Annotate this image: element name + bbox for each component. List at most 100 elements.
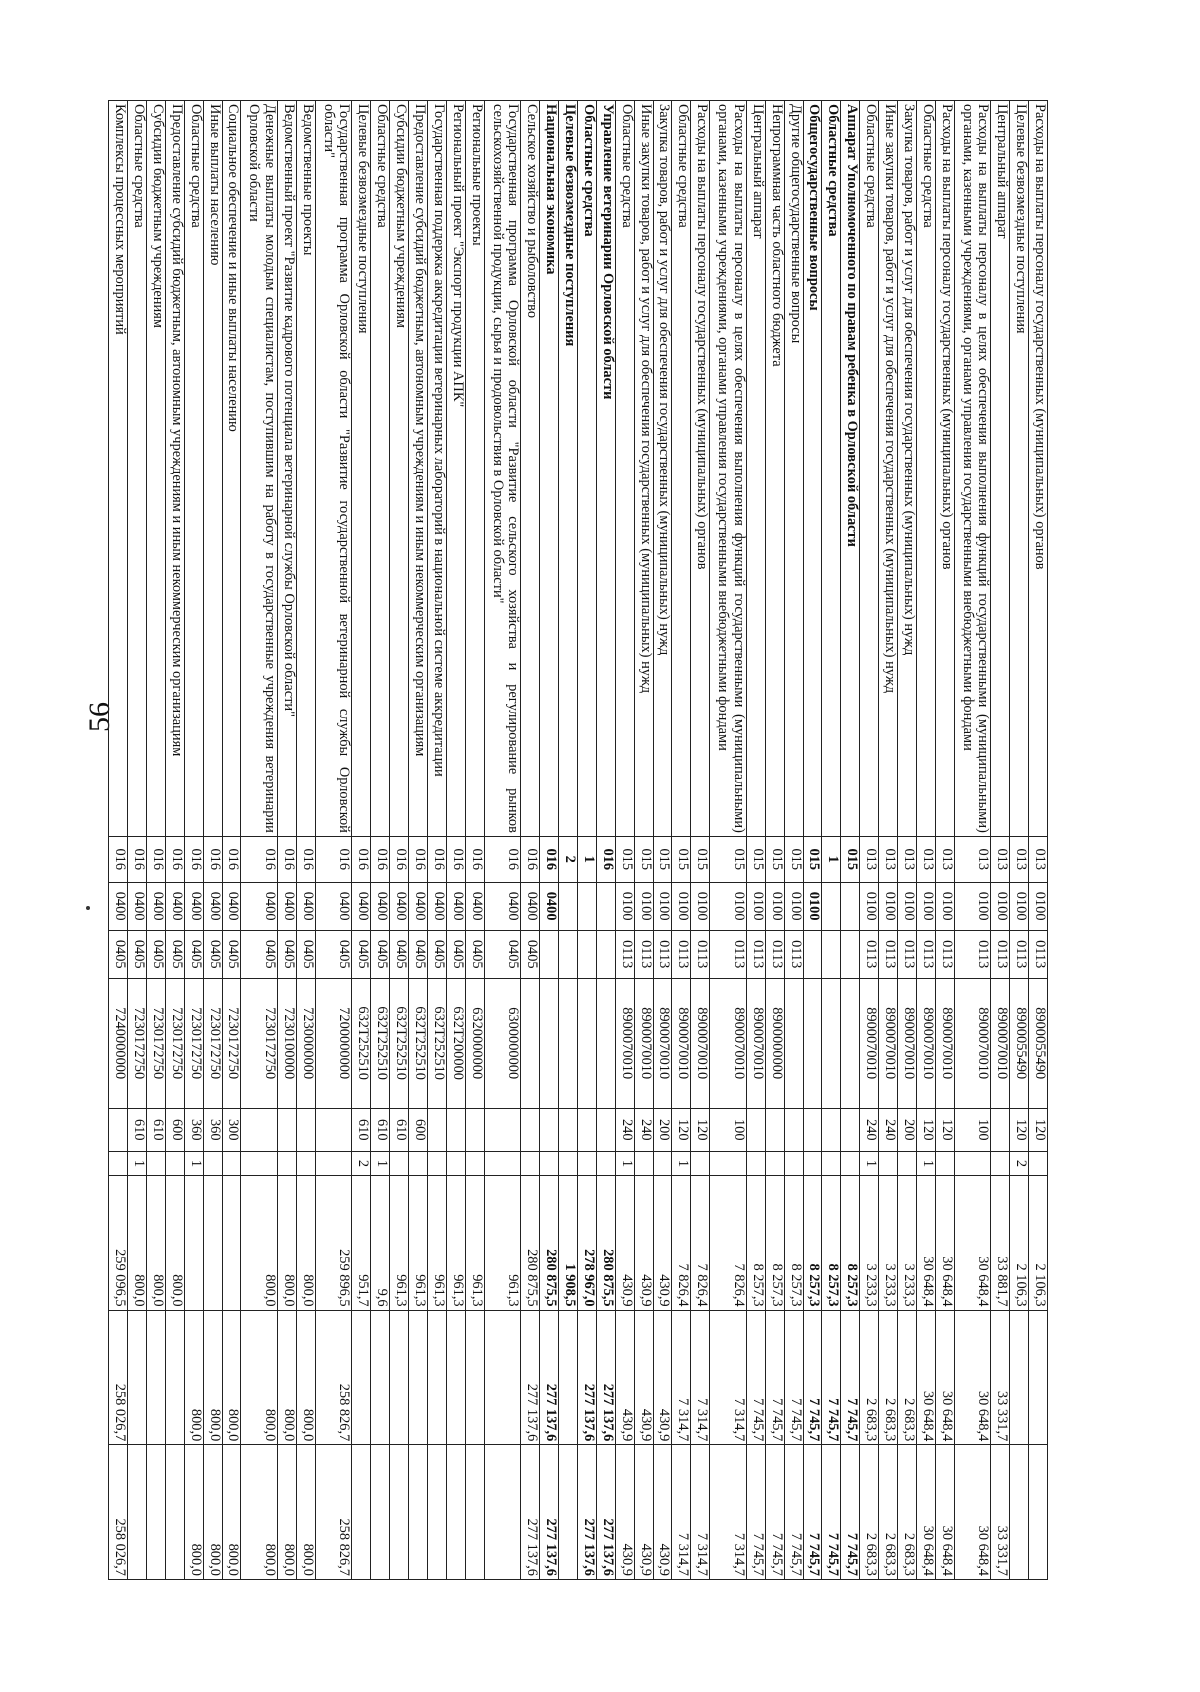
cell-amount-2: 2 683,3 — [878, 1310, 898, 1445]
cell-amount-1: 2 106,3 — [1028, 1175, 1048, 1311]
cell-expense-type — [840, 1108, 860, 1152]
cell-amount-3 — [465, 1444, 485, 1580]
table-row: Расходы на выплаты персоналу государстве… — [1028, 100, 1048, 1580]
cell-name: Областные средства — [184, 100, 204, 837]
cell-gr: 015 — [803, 836, 822, 883]
table-row: Управление ветеринарии Орловской области… — [596, 100, 616, 1580]
cell-gr: 015 — [653, 836, 672, 883]
cell-amount-2: 7 314,7 — [709, 1310, 747, 1445]
cell-amount-1: 961,3 — [389, 1175, 409, 1311]
cell-gr: 015 — [765, 836, 785, 883]
cell-rz: 0100 — [916, 882, 936, 931]
cell-amount-2 — [351, 1310, 371, 1445]
cell-name: Расходы на выплаты персоналу в целях обе… — [954, 100, 991, 837]
cell-gr: 2 — [558, 836, 578, 883]
cell-pr: 0113 — [859, 930, 879, 979]
cell-amount-1: 961,3 — [484, 1175, 521, 1311]
cell-name: Расходы на выплаты персоналу государстве… — [690, 100, 710, 837]
cell-pr: 0113 — [671, 930, 691, 979]
cell-amount-3: 33 331,7 — [990, 1444, 1010, 1580]
cell-amount-2 — [165, 1310, 185, 1445]
cell-gr: 013 — [1009, 836, 1029, 883]
cell-amount-3: 800,0 — [277, 1444, 297, 1580]
cell-source: 1 — [859, 1151, 879, 1176]
cell-amount-1: 259 896,5 — [315, 1175, 352, 1311]
cell-target-article: 8900070010 — [746, 978, 766, 1109]
cell-amount-1 — [222, 1175, 241, 1311]
cell-gr: 016 — [427, 836, 447, 883]
cell-pr — [840, 930, 860, 979]
cell-expense-type — [240, 1108, 278, 1152]
cell-target-article: 8900055490 — [1009, 978, 1029, 1109]
table-row: Ведомственный проект "Развитие кадрового… — [277, 100, 297, 1580]
cell-name: Субсидии бюджетным учреждениям — [389, 100, 409, 837]
cell-amount-1: 30 648,4 — [935, 1175, 955, 1311]
cell-amount-1: 7 826,4 — [709, 1175, 747, 1311]
table-row: Расходы на выплаты персоналу в целях обе… — [954, 100, 991, 1580]
cell-gr: 1 — [821, 836, 841, 883]
table-row: Государственная программа Орловской обла… — [315, 100, 352, 1580]
cell-rz: 0400 — [296, 882, 316, 931]
cell-rz: 0400 — [277, 882, 297, 931]
cell-amount-3: 7 745,7 — [821, 1444, 841, 1580]
cell-amount-2 — [1009, 1310, 1029, 1445]
cell-rz: 0100 — [615, 882, 635, 931]
cell-amount-2: 277 137,6 — [596, 1310, 616, 1445]
cell-source — [427, 1151, 447, 1176]
cell-rz: 0100 — [765, 882, 785, 931]
table-row: Иные закупки товаров, работ и услуг для … — [634, 100, 654, 1580]
cell-pr: 0113 — [653, 930, 672, 979]
cell-amount-2: 2 683,3 — [859, 1310, 879, 1445]
cell-expense-type: 610 — [370, 1108, 390, 1152]
cell-gr: 016 — [296, 836, 316, 883]
cell-pr: 0405 — [427, 930, 447, 979]
cell-gr: 016 — [520, 836, 540, 883]
cell-name: Иные выплаты населению — [203, 100, 223, 837]
cell-amount-1: 259 096,5 — [108, 1175, 128, 1311]
cell-name: Предоставление субсидий бюджетным, автон… — [408, 100, 428, 837]
cell-source — [222, 1151, 241, 1176]
cell-amount-2: 277 137,6 — [539, 1310, 559, 1445]
table-row: Региональный проект "Экспорт продукции А… — [446, 100, 466, 1580]
cell-amount-2 — [446, 1310, 466, 1445]
cell-expense-type: 360 — [184, 1108, 204, 1152]
cell-name: Управление ветеринарии Орловской области — [596, 100, 616, 837]
cell-expense-type — [315, 1108, 352, 1152]
table-row: Иные закупки товаров, работ и услуг для … — [878, 100, 898, 1580]
cell-amount-1: 8 257,3 — [784, 1175, 804, 1311]
cell-source — [990, 1151, 1010, 1176]
cell-expense-type — [484, 1108, 521, 1152]
cell-name: Предоставление субсидий бюджетным, автон… — [165, 100, 185, 837]
cell-amount-2: 800,0 — [184, 1310, 204, 1445]
table-row: Аппарат Уполномоченного по правам ребенк… — [840, 100, 860, 1580]
cell-amount-1: 800,0 — [240, 1175, 278, 1311]
cell-amount-3 — [165, 1444, 185, 1580]
cell-amount-1: 8 257,3 — [803, 1175, 822, 1311]
cell-pr: 0113 — [935, 930, 955, 979]
cell-amount-1: 30 648,4 — [954, 1175, 991, 1311]
cell-gr: 1 — [577, 836, 597, 883]
cell-target-article: 7230172750 — [127, 978, 147, 1109]
cell-name: Целевые безвозмездные поступления — [1009, 100, 1029, 837]
cell-gr: 015 — [690, 836, 710, 883]
cell-target-article: 7230000000 — [296, 978, 316, 1109]
cell-target-article: 6320000000 — [465, 978, 485, 1109]
cell-expense-type: 600 — [408, 1108, 428, 1152]
cell-gr: 015 — [615, 836, 635, 883]
cell-expense-type — [990, 1108, 1010, 1152]
cell-source — [108, 1151, 128, 1176]
cell-amount-2: 30 648,4 — [916, 1310, 936, 1445]
cell-rz: 0400 — [184, 882, 204, 931]
cell-source — [539, 1151, 559, 1176]
cell-pr: 0405 — [351, 930, 371, 979]
cell-target-article: 8900070010 — [634, 978, 654, 1109]
cell-rz — [558, 882, 578, 931]
cell-gr: 016 — [165, 836, 185, 883]
cell-name: Сельское хозяйство и рыболовство — [520, 100, 540, 837]
